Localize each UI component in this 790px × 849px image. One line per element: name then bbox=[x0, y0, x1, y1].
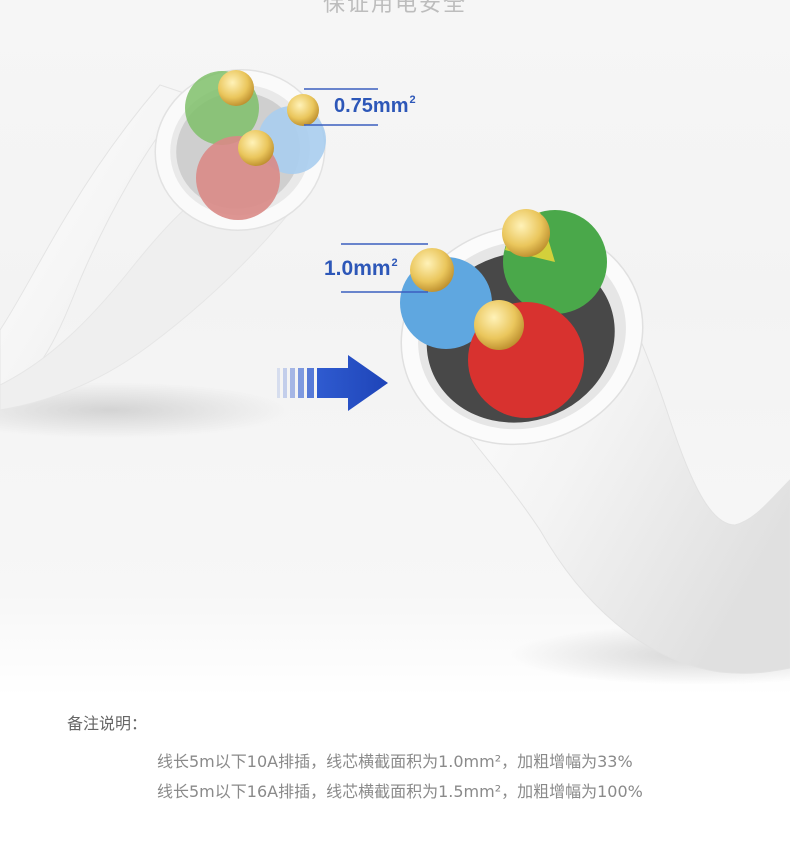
large-cable-spec-label: 1.0mm2 bbox=[324, 257, 398, 281]
cable-comparison-illustration bbox=[0, 69, 790, 685]
notes-title: 备注说明： bbox=[67, 714, 148, 733]
small-wire-blue bbox=[258, 94, 326, 174]
small-cable-spec-label: 0.75mm2 bbox=[334, 94, 416, 118]
large-wire-blue bbox=[400, 248, 492, 349]
small-cable-body-lower bbox=[0, 179, 301, 411]
note-line: 线长5m以下16A排插，线芯横截面积为1.5mm²，加粗增幅为100% bbox=[157, 782, 643, 801]
small-cable-value: 0.75mm bbox=[334, 95, 409, 117]
arrow-right-icon bbox=[277, 355, 388, 411]
large-cable-value: 1.0mm bbox=[324, 257, 391, 280]
unit-superscript: 2 bbox=[391, 257, 398, 269]
large-wire-green bbox=[502, 209, 607, 314]
floor-shadow bbox=[0, 382, 290, 438]
small-wire-red bbox=[196, 130, 280, 220]
large-wire-red bbox=[468, 300, 584, 418]
note-line: 线长5m以下10A排插，线芯横截面积为1.0mm²，加粗增幅为33% bbox=[157, 752, 633, 771]
small-wire-green bbox=[185, 70, 259, 145]
section-title: 保证用电安全 bbox=[322, 0, 467, 17]
unit-superscript: 2 bbox=[409, 94, 416, 106]
